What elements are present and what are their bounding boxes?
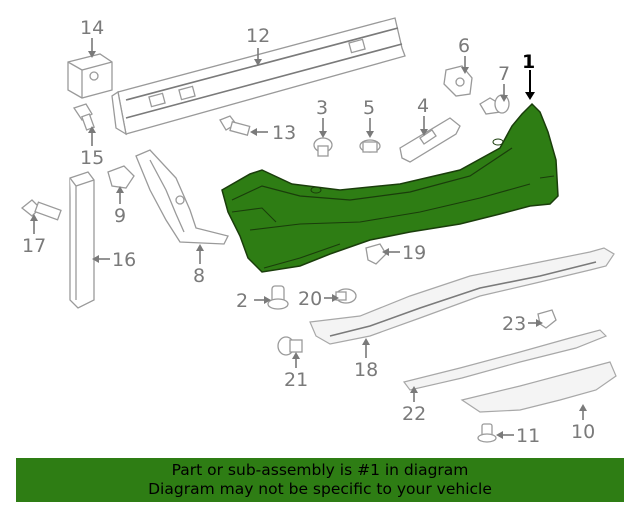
callout-1: 1 bbox=[522, 51, 535, 73]
callout-10: 10 bbox=[571, 421, 595, 443]
leader-lines bbox=[30, 38, 587, 439]
clip-11-part[interactable] bbox=[477, 423, 497, 443]
bumper-cover-part[interactable] bbox=[221, 102, 559, 273]
callout-5: 5 bbox=[363, 97, 375, 119]
callout-2: 2 bbox=[236, 290, 248, 312]
callout-13: 13 bbox=[272, 122, 296, 144]
callout-22: 22 bbox=[402, 403, 426, 425]
callout-12: 12 bbox=[246, 25, 270, 47]
callout-19: 19 bbox=[402, 242, 426, 264]
fitment-banner: Part or sub-assembly is #1 in diagram Di… bbox=[16, 458, 624, 502]
clip-2-part[interactable] bbox=[267, 285, 289, 310]
callout-17: 17 bbox=[22, 235, 46, 257]
bolt-17-part[interactable] bbox=[20, 199, 62, 221]
callout-14: 14 bbox=[80, 17, 104, 39]
callout-23: 23 bbox=[502, 313, 526, 335]
callout-16: 16 bbox=[112, 249, 136, 271]
nut-20-part[interactable] bbox=[335, 288, 357, 304]
banner-line-1: Part or sub-assembly is #1 in diagram bbox=[171, 461, 469, 479]
reinforcement-bar-part[interactable] bbox=[111, 17, 406, 136]
bolt-13-part[interactable] bbox=[219, 115, 251, 136]
clip-21-part[interactable] bbox=[277, 336, 303, 356]
callout-21: 21 bbox=[284, 369, 308, 391]
callout-7: 7 bbox=[498, 63, 510, 85]
lower-strip-22-part[interactable] bbox=[402, 329, 608, 391]
bolt-5-part[interactable] bbox=[359, 139, 381, 153]
clip-9-part[interactable] bbox=[107, 165, 135, 189]
bumper-cover-shape bbox=[221, 102, 559, 273]
callout-11: 11 bbox=[516, 425, 540, 447]
callout-6: 6 bbox=[458, 35, 470, 57]
callout-3: 3 bbox=[316, 97, 328, 119]
clip-3-part[interactable] bbox=[313, 137, 333, 157]
callout-18: 18 bbox=[354, 359, 378, 381]
side-bracket-8-part[interactable] bbox=[135, 149, 229, 245]
under-cover-10-part[interactable] bbox=[460, 361, 617, 413]
callout-8: 8 bbox=[193, 265, 205, 287]
bracket-block-part[interactable] bbox=[67, 53, 113, 99]
clip-19-part[interactable] bbox=[365, 243, 387, 265]
callout-4: 4 bbox=[417, 95, 429, 117]
callout-15: 15 bbox=[80, 147, 104, 169]
bracket-6-part[interactable] bbox=[443, 65, 473, 97]
banner-line-2: Diagram may not be specific to your vehi… bbox=[148, 480, 492, 498]
callout-9: 9 bbox=[114, 205, 126, 227]
callout-20: 20 bbox=[298, 288, 322, 310]
lower-diffuser-18-part[interactable] bbox=[309, 247, 615, 345]
reflector-16-part[interactable] bbox=[69, 171, 95, 309]
clip-23-part[interactable] bbox=[537, 309, 557, 329]
bolt-15-part[interactable] bbox=[72, 103, 95, 131]
bracket-4-part[interactable] bbox=[399, 117, 461, 163]
callout-labels: 1 2 3 4 5 6 7 8 9 10 11 12 13 14 15 16 1… bbox=[22, 17, 595, 447]
parts-diagram: 1 2 3 4 5 6 7 8 9 10 11 12 13 14 15 16 1… bbox=[20, 17, 617, 447]
